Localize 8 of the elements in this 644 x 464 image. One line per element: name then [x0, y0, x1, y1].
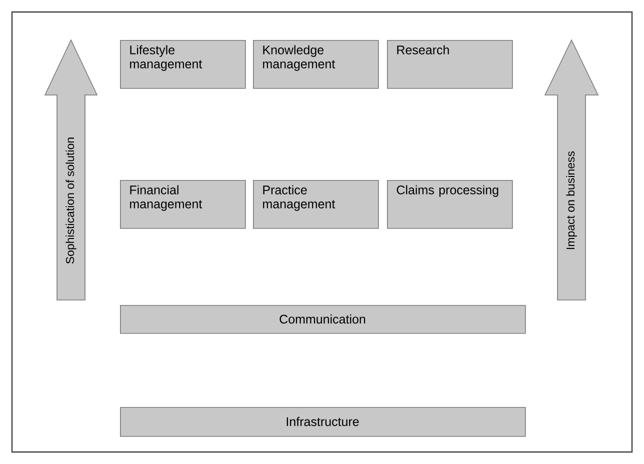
process-box: Financial management: [120, 180, 246, 229]
process-box: Knowledge management: [253, 40, 379, 89]
layer-band: Communication: [120, 305, 526, 334]
process-box: Lifestyle management: [120, 40, 246, 89]
layer-band: Infrastructure: [120, 407, 526, 437]
process-box: Practice management: [253, 180, 379, 229]
process-box: Claims processing: [387, 180, 513, 229]
process-box: Research: [387, 40, 513, 89]
